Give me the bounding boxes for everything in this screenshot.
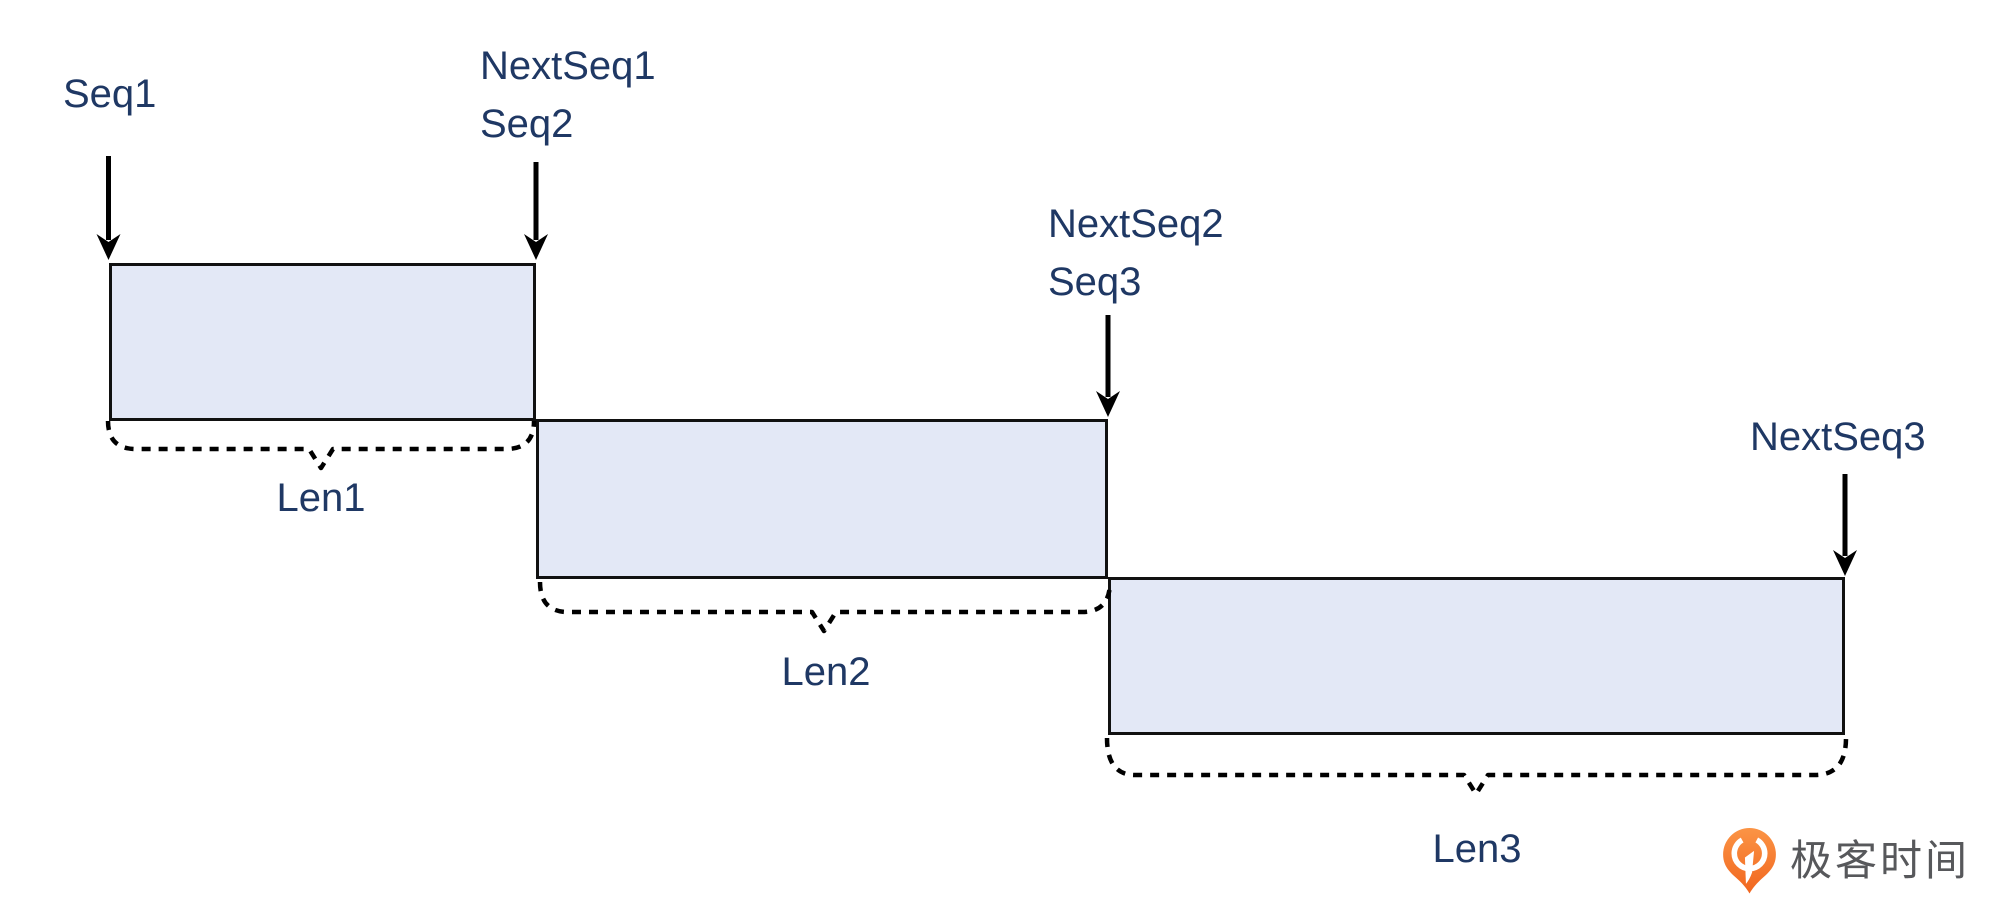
- len1-underbrace-icon: [105, 420, 537, 471]
- nextseq2-seq3-label: NextSeq2 Seq3: [1048, 195, 1224, 311]
- len3-underbrace-icon: [1104, 737, 1849, 797]
- seq3-label-line: Seq3: [1048, 260, 1142, 304]
- segment2-box: [536, 419, 1108, 579]
- nextseq1-label-line: NextSeq1: [480, 44, 656, 88]
- segment1-box: [109, 263, 536, 421]
- seq2-label-line: Seq2: [480, 102, 574, 146]
- len2-label: Len2: [781, 650, 871, 694]
- nextseq1-seq2-arrow-icon: [524, 162, 548, 260]
- nextseq2-label-line: NextSeq2: [1048, 202, 1224, 246]
- nextseq1-seq2-label: NextSeq1 Seq2: [480, 37, 656, 153]
- nextseq3-label-line: NextSeq3: [1750, 415, 1926, 459]
- geek-time-logo-icon: [1723, 828, 1776, 894]
- len2-underbrace-icon: [537, 581, 1113, 634]
- nextseq3-arrow-icon: [1833, 474, 1857, 576]
- nextseq2-seq3-arrow-icon: [1096, 315, 1120, 417]
- geek-time-logo-text: 极客时间: [1790, 836, 1971, 884]
- seq1-arrow-icon: [96, 156, 121, 260]
- seq1-label: Seq1: [63, 65, 156, 123]
- segment3-box: [1108, 577, 1845, 735]
- len3-label: Len3: [1432, 827, 1522, 871]
- seq1-label-line: Seq1: [63, 72, 157, 116]
- len1-label: Len1: [276, 476, 366, 520]
- geek-time-logo: 极客时间: [1722, 827, 1970, 894]
- nextseq3-label: NextSeq3: [1750, 408, 1926, 466]
